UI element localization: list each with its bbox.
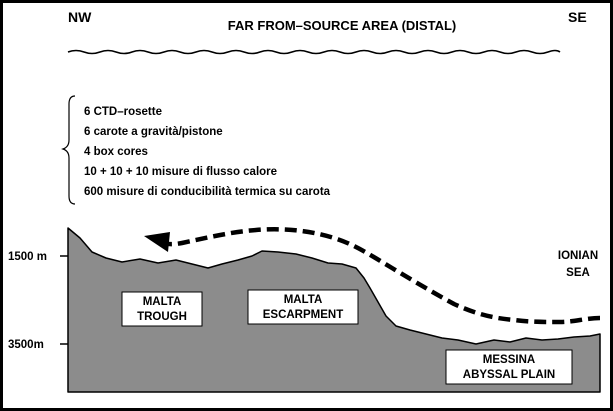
activity-item: 10 + 10 + 10 misure di flusso calore: [84, 166, 277, 178]
activity-item: 6 CTD–rosette: [84, 106, 162, 118]
messina-abyssal-plain-line-1: MESSINA: [483, 354, 535, 366]
activity-list-brace: [61, 95, 76, 205]
malta-escarpment-line-1: MALTA: [284, 294, 323, 306]
depth-label-3500: 3500m: [8, 339, 44, 351]
malta-trough-line-1: MALTA: [143, 296, 182, 308]
malta-trough-line-2: TROUGH: [137, 311, 187, 323]
depth-label-1500: 1500 m: [8, 251, 47, 263]
malta-trough-box: [121, 291, 203, 327]
ionian-sea-line-1: IONIAN: [558, 250, 598, 262]
malta-escarpment-label: MALTA ESCARPMENT: [247, 289, 359, 325]
ionian-sea-line-2: SEA: [566, 267, 590, 279]
current-flow-arrow: [161, 227, 601, 325]
activity-item: 4 box cores: [84, 146, 148, 158]
current-flow-arrowhead: [144, 232, 170, 252]
messina-abyssal-plain-line-2: ABYSSAL PLAIN: [463, 369, 555, 381]
ionian-sea-label: IONIAN SEA: [558, 250, 598, 279]
se-label: SE: [568, 9, 587, 25]
diagram-title: FAR FROM–SOURCE AREA (DISTAL): [228, 18, 456, 33]
sea-surface-line: [67, 49, 561, 55]
activity-list: 6 CTD–rosette 6 carote a gravità/pistone…: [84, 106, 331, 198]
messina-abyssal-plain-label: MESSINA ABYSSAL PLAIN: [445, 349, 573, 385]
activity-item: 600 misure di conducibilità termica su c…: [84, 186, 331, 198]
activity-item: 6 carote a gravità/pistone: [84, 126, 223, 138]
malta-trough-label: MALTA TROUGH: [121, 291, 203, 327]
nw-label: NW: [68, 9, 92, 25]
malta-escarpment-box: [247, 289, 359, 325]
malta-escarpment-line-2: ESCARPMENT: [263, 309, 344, 321]
messina-abyssal-plain-box: [445, 349, 573, 385]
